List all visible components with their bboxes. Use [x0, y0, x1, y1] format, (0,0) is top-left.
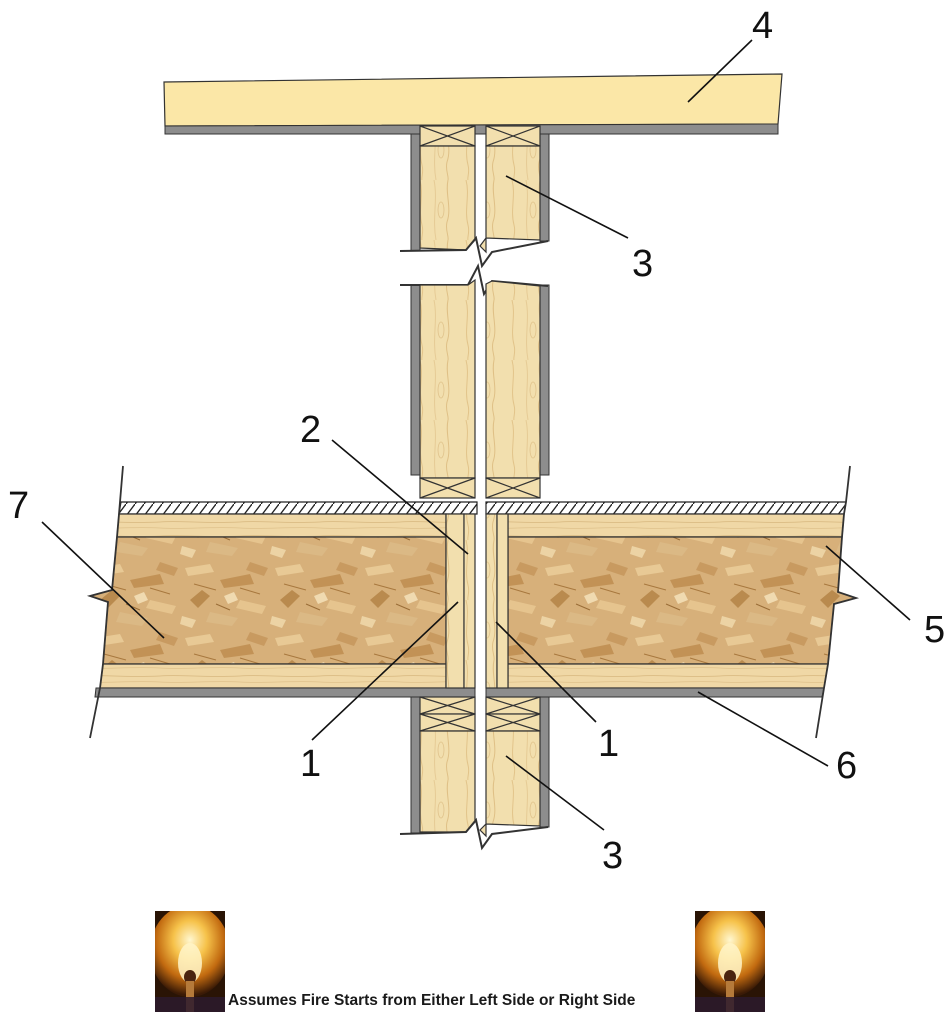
- bottom-plate-right: [485, 477, 541, 499]
- lower-top-plate-left: [419, 696, 476, 732]
- lower-top-plate-right: [485, 696, 541, 732]
- leader-1-left: [311, 601, 459, 741]
- bottom-plate-left: [419, 477, 476, 499]
- callout-roof-sheathing: 4: [752, 5, 773, 47]
- leader-4: [687, 39, 753, 103]
- leader-lines: [41, 39, 911, 831]
- fire-direction-caption: Assumes Fire Starts from Either Left Sid…: [228, 992, 636, 1009]
- top-plate-left: [419, 125, 476, 147]
- callout-firestop-gap: 2: [300, 409, 321, 451]
- leader-7: [41, 521, 165, 639]
- leader-2: [331, 439, 469, 555]
- leader-6: [697, 691, 829, 767]
- callout-left-joist: 7: [8, 485, 29, 527]
- callout-left-rim-board: 1: [300, 743, 321, 785]
- leader-5: [825, 545, 911, 621]
- callout-right-joist: 5: [924, 609, 945, 651]
- leader-3-top: [505, 175, 629, 239]
- burning-match-icon: [155, 911, 225, 1012]
- callout-right-rim-board: 1: [598, 723, 619, 765]
- lower-wall: [399, 696, 550, 851]
- callout-bottom-stud: 3: [602, 835, 623, 877]
- leader-1-right: [495, 621, 597, 723]
- callout-top-stud: 3: [632, 243, 653, 285]
- roof-sheathing: [163, 73, 783, 135]
- left-floor-assembly: [86, 465, 478, 739]
- burning-match-icon: [695, 911, 765, 1012]
- upper-wall: [399, 125, 550, 499]
- top-plate-right: [485, 125, 541, 147]
- right-floor-assembly: [485, 465, 860, 739]
- callout-ceiling-board: 6: [836, 745, 857, 787]
- caption-row: Assumes Fire Starts from Either Left Sid…: [155, 908, 765, 1012]
- leader-3-bottom: [505, 755, 605, 831]
